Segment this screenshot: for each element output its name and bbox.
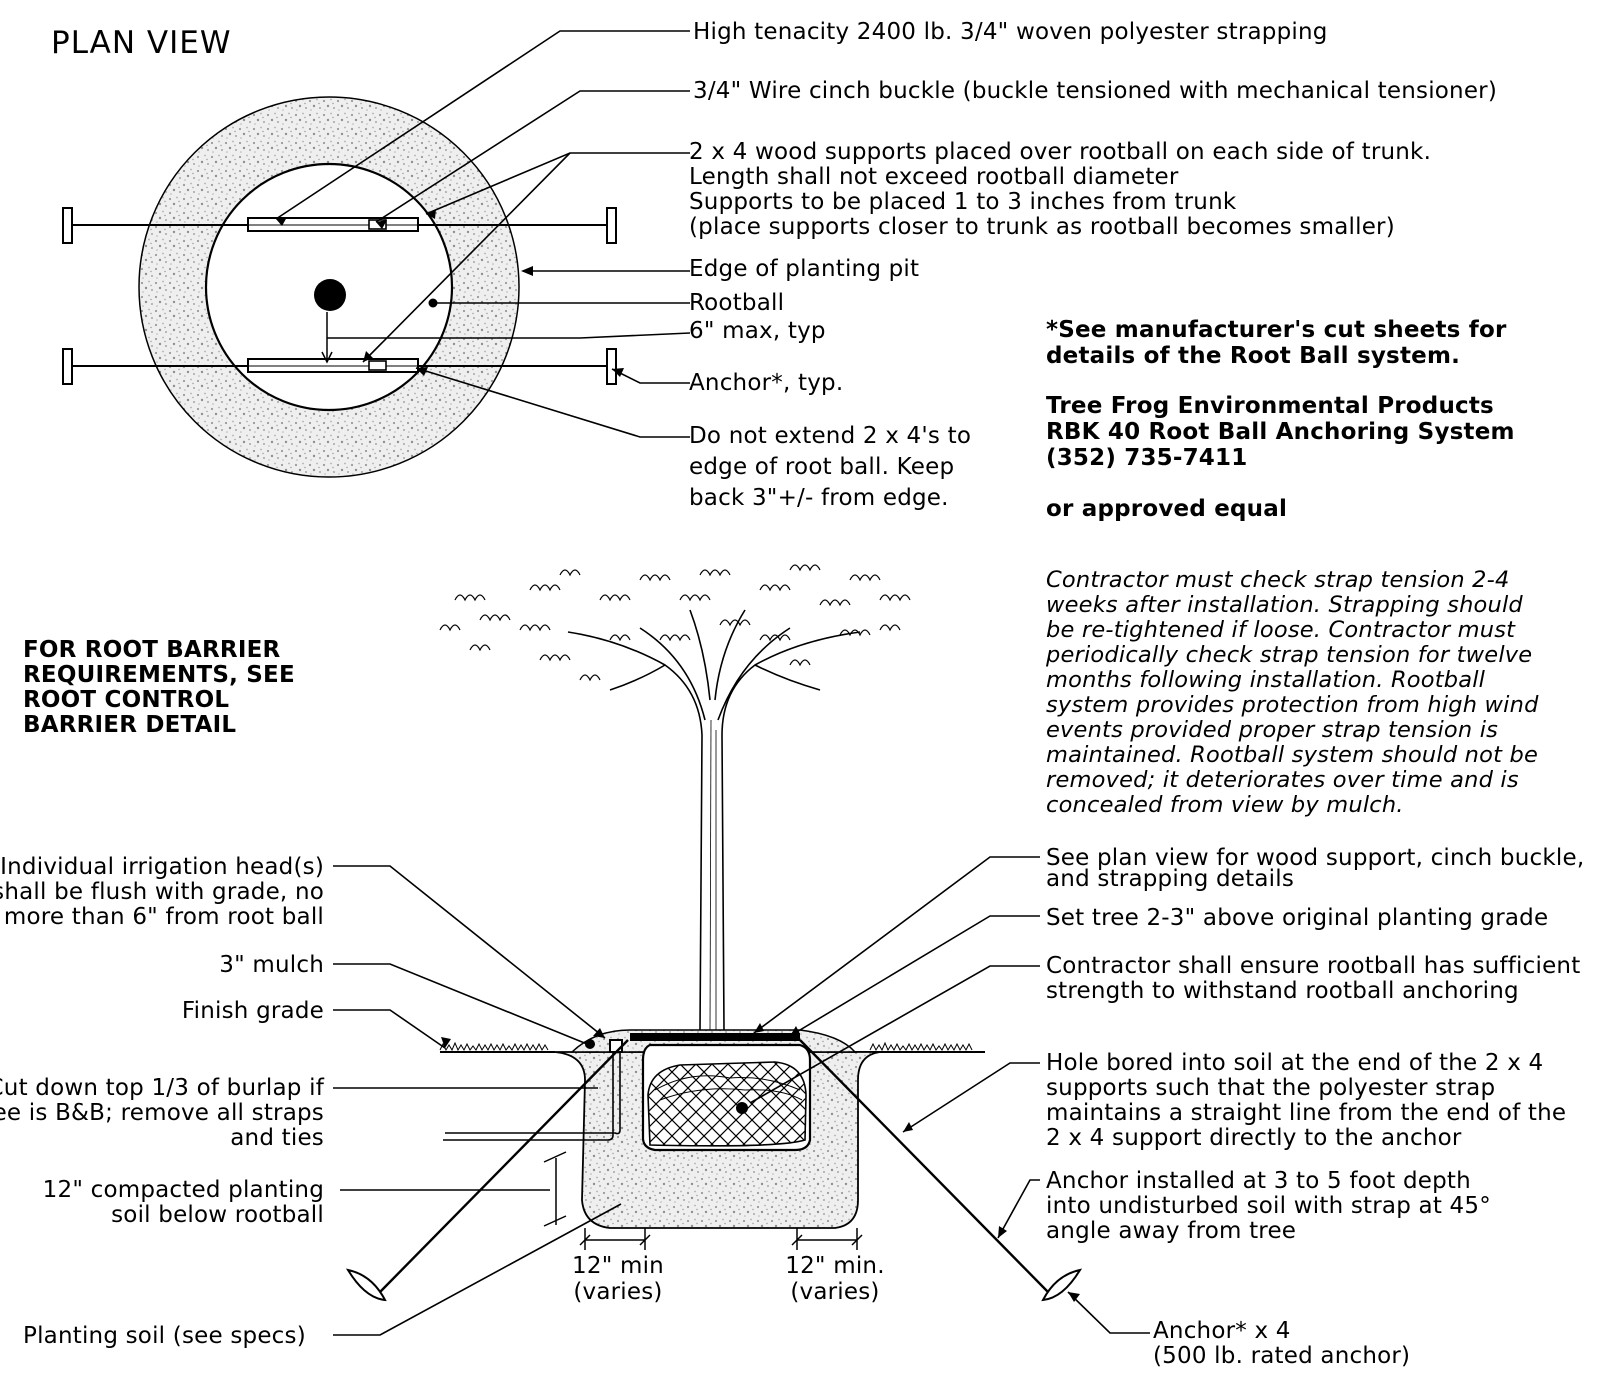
anchor-plan-4 — [606, 348, 617, 385]
callout-pit-edge: Edge of planting pit — [689, 256, 920, 282]
dim-left-2: (varies) — [573, 1279, 663, 1305]
strap-left — [379, 1039, 629, 1293]
strap-right — [799, 1039, 1049, 1293]
callout-do-not-extend-1: Do not extend 2 x 4's to — [689, 423, 972, 449]
callout-strapping: High tenacity 2400 lb. 3/4" woven polyes… — [693, 19, 1328, 45]
mulch-label: 3" mulch — [219, 952, 324, 978]
hole-bored-label-4: 2 x 4 support directly to the anchor — [1046, 1125, 1462, 1151]
irrigation-label-3: more than 6" from root ball — [3, 904, 324, 930]
contractor-note-7: events provided proper strap tension is — [1046, 717, 1499, 743]
irrigation-label-1: Individual irrigation head(s) — [0, 854, 324, 880]
contractor-note-9: removed; it deteriorates over time and i… — [1046, 767, 1519, 793]
anchor-x4-label-1: Anchor* x 4 — [1153, 1318, 1291, 1344]
contractor-note-8: maintained. Rootball system should not b… — [1046, 742, 1538, 768]
callout-buckle: 3/4" Wire cinch buckle (buckle tensioned… — [693, 78, 1498, 104]
see-plan-label-2: and strapping details — [1046, 866, 1295, 892]
contractor-note-3: be re-tightened if loose. Contractor mus… — [1046, 617, 1516, 643]
tree — [567, 609, 861, 1031]
plan-view-title: PLAN VIEW — [51, 25, 232, 61]
section-leaders-right — [749, 856, 1150, 1334]
compacted-label-1: 12" compacted planting — [42, 1177, 324, 1203]
plan-view — [62, 96, 617, 478]
burlap-label-2: tree is B&B; remove all straps — [0, 1100, 324, 1126]
root-barrier-note-3: ROOT CONTROL — [23, 687, 230, 713]
contractor-note-6: system provides protection from high win… — [1046, 692, 1539, 718]
see-plan-label-1: See plan view for wood support, cinch bu… — [1046, 845, 1585, 871]
anchor-installed-label-2: into undisturbed soil with strap at 45° — [1046, 1193, 1491, 1219]
buckle-top — [368, 219, 387, 230]
callout-supports-4: (place supports closer to trunk as rootb… — [689, 214, 1395, 240]
hole-bored-label-1: Hole bored into soil at the end of the 2… — [1046, 1050, 1544, 1076]
contractor-note-2: weeks after installation. Strapping shou… — [1046, 592, 1523, 618]
compacted-dimension — [543, 1151, 567, 1227]
section-ground — [345, 1029, 1083, 1302]
dim-left-1: 12" min — [572, 1253, 664, 1279]
callout-rootball: Rootball — [689, 290, 785, 316]
burlap-wrap — [647, 1061, 807, 1147]
burlap-label-1: Cut down top 1/3 of burlap if — [0, 1075, 324, 1101]
rootball-strength-label-2: strength to withstand rootball anchoring — [1046, 978, 1519, 1004]
anchor-section-left — [345, 1268, 387, 1302]
anchor-plan-3 — [62, 348, 73, 385]
contractor-note-4: periodically check strap tension for twe… — [1046, 642, 1533, 668]
dim-right-1: 12" min. — [785, 1253, 885, 1279]
compacted-label-2: soil below rootball — [111, 1202, 324, 1228]
dim-right-2: (varies) — [790, 1279, 880, 1305]
hole-bored-label-2: supports such that the polyester strap — [1046, 1075, 1496, 1101]
irrigation-label-2: shall be flush with grade, no — [0, 879, 324, 905]
anchor-x4-label-2: (500 lb. rated anchor) — [1153, 1343, 1411, 1369]
anchor-plan-2 — [606, 207, 617, 244]
planting-soil-label: Planting soil (see specs) — [23, 1323, 306, 1349]
callout-supports-3: Supports to be placed 1 to 3 inches from… — [689, 189, 1237, 215]
manufacturer-note-6: (352) 735-7411 — [1046, 445, 1248, 471]
manufacturer-note-2: details of the Root Ball system. — [1046, 343, 1461, 369]
contractor-note-1: Contractor must check strap tension 2-4 — [1046, 567, 1510, 593]
buckle-bottom — [368, 360, 387, 371]
callout-supports-2: Length shall not exceed rootball diamete… — [689, 164, 1179, 190]
anchor-section-right — [1041, 1268, 1083, 1302]
manufacturer-note-8: or approved equal — [1046, 496, 1288, 522]
plan-leaders — [275, 30, 691, 438]
irrigation-head — [609, 1039, 623, 1053]
set-tree-label: Set tree 2-3" above original planting gr… — [1046, 905, 1549, 931]
callout-do-not-extend-3: back 3"+/- from edge. — [689, 485, 949, 511]
contractor-note-10: concealed from view by mulch. — [1046, 792, 1404, 818]
manufacturer-note-5: RBK 40 Root Ball Anchoring System — [1046, 419, 1515, 445]
hole-bored-label-3: maintains a straight line from the end o… — [1046, 1100, 1567, 1126]
min-dimensions — [579, 1228, 863, 1250]
callout-supports-1: 2 x 4 wood supports placed over rootball… — [689, 139, 1432, 165]
wood-support-section — [630, 1033, 800, 1041]
anchor-installed-label-1: Anchor installed at 3 to 5 foot depth — [1046, 1168, 1471, 1194]
anchor-plan-1 — [62, 207, 73, 244]
rootball-strength-label-1: Contractor shall ensure rootball has suf… — [1046, 953, 1581, 979]
manufacturer-note-1: *See manufacturer's cut sheets for — [1046, 317, 1507, 343]
callout-anchor-typ: Anchor*, typ. — [689, 370, 844, 396]
irrigation-pipe — [443, 1052, 621, 1141]
callout-do-not-extend-2: edge of root ball. Keep — [689, 454, 955, 480]
callout-six-max: 6" max, typ — [689, 318, 826, 344]
anchor-installed-label-3: angle away from tree — [1046, 1218, 1297, 1244]
contractor-note-5: months following installation. Rootball — [1046, 667, 1486, 693]
burlap-label-3: and ties — [230, 1125, 324, 1151]
root-barrier-note-4: BARRIER DETAIL — [23, 712, 237, 738]
root-barrier-note-2: REQUIREMENTS, SEE — [23, 662, 295, 688]
finish-grade-label: Finish grade — [181, 998, 324, 1024]
section-leaders-left — [333, 865, 622, 1336]
root-barrier-note-1: FOR ROOT BARRIER — [23, 637, 281, 663]
tree-canopy — [439, 564, 911, 682]
manufacturer-note-4: Tree Frog Environmental Products — [1046, 393, 1494, 419]
trunk-dot — [314, 279, 346, 311]
